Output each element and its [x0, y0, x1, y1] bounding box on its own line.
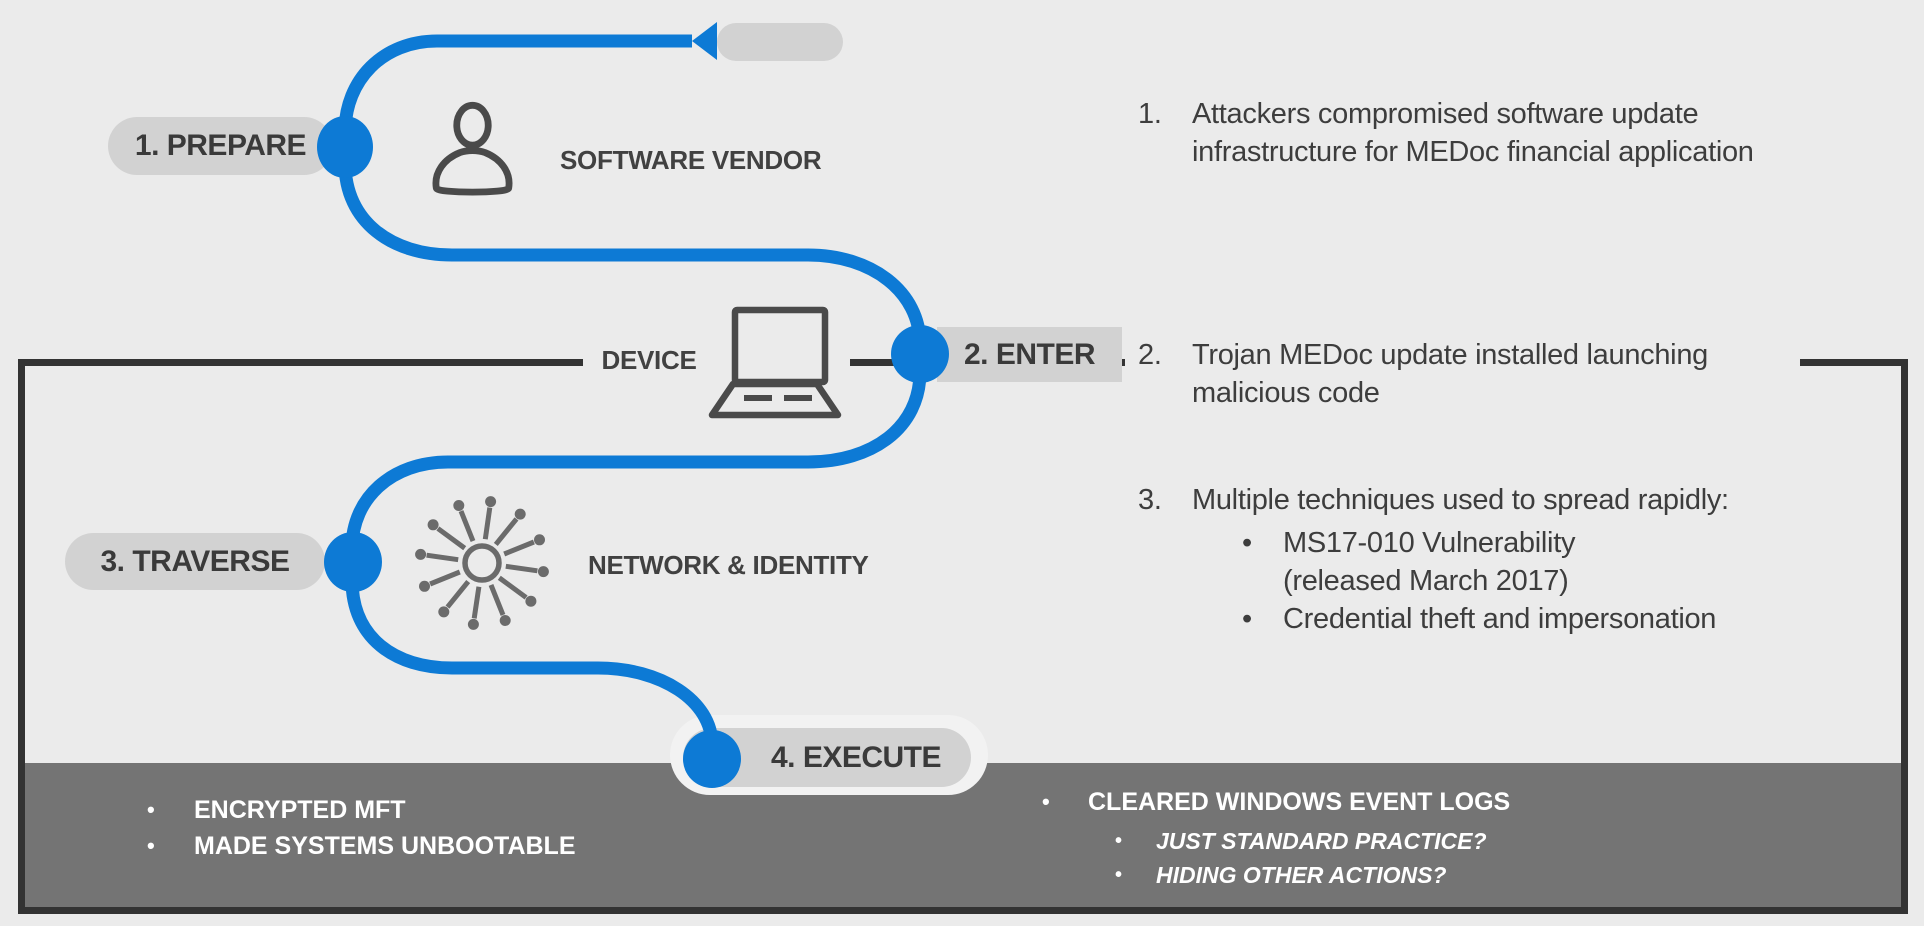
note-3: 3. Multiple techniques used to spread ra…	[1138, 481, 1729, 519]
laptop-icon	[700, 302, 850, 424]
impact-left-item-2-text: MADE SYSTEMS UNBOOTABLE	[194, 832, 576, 860]
bullet-icon: •	[147, 833, 155, 858]
impact-left-item-1-text: ENCRYPTED MFT	[194, 796, 406, 824]
note-3-number: 3.	[1138, 484, 1162, 516]
note-1: 1. Attackers compromised software update…	[1138, 95, 1754, 171]
note-3-text: Multiple techniques used to spread rapid…	[1192, 481, 1729, 519]
flow-node-execute	[683, 730, 741, 788]
note-2-line1: Trojan MEDoc update installed launching	[1192, 339, 1708, 371]
note-3-sub-1: • MS17-010 Vulnerability (released March…	[1242, 524, 1716, 600]
bullet-icon: •	[1115, 830, 1123, 852]
person-icon	[432, 101, 513, 196]
caption-network-identity: NETWORK & IDENTITY	[588, 550, 869, 580]
note-3-sublist: • MS17-010 Vulnerability (released March…	[1242, 524, 1716, 638]
bullet-icon: •	[1242, 527, 1252, 559]
bullet-icon: •	[1115, 864, 1123, 886]
caption-device: DEVICE	[583, 340, 715, 380]
caption-device-text: DEVICE	[601, 344, 697, 375]
impact-left-item-1: • ENCRYPTED MFT	[147, 792, 406, 828]
note-2-line2: malicious code	[1192, 377, 1380, 409]
note-2: 2. Trojan MEDoc update installed launchi…	[1138, 336, 1708, 412]
note-1-line1: Attackers compromised software update	[1192, 98, 1699, 130]
step-label-prepare-text: 1. PREPARE	[134, 129, 307, 162]
step-label-execute-text: 4. EXECUTE	[770, 740, 942, 774]
impact-right-sub-1: • JUST STANDARD PRACTICE?	[1115, 824, 1487, 858]
impact-right-heading: • CLEARED WINDOWS EVENT LOGS	[1042, 785, 1510, 819]
note-2-text: Trojan MEDoc update installed launching …	[1192, 336, 1708, 412]
network-icon	[415, 496, 549, 630]
impact-right-sub-2-text: HIDING OTHER ACTIONS?	[1156, 862, 1447, 888]
bullet-icon: •	[1242, 603, 1252, 635]
impact-right-heading-text: CLEARED WINDOWS EVENT LOGS	[1088, 788, 1511, 816]
note-2-number: 2.	[1138, 339, 1162, 371]
bullet-icon: •	[1042, 789, 1050, 814]
impact-left-item-2: • MADE SYSTEMS UNBOOTABLE	[147, 828, 576, 864]
bullet-icon: •	[147, 797, 155, 822]
note-3-sub-2-line1: Credential theft and impersonation	[1283, 603, 1717, 635]
step-label-enter: 2. ENTER	[937, 327, 1122, 382]
step-label-traverse: 3. TRAVERSE	[65, 533, 325, 590]
border-mask-note2	[1125, 338, 1800, 384]
step-label-traverse-text: 3. TRAVERSE	[100, 544, 291, 578]
note-1-number: 1.	[1138, 98, 1162, 130]
note-3-sub-1-line1: MS17-010 Vulnerability	[1283, 527, 1576, 559]
impact-right-sub-1-text: JUST STANDARD PRACTICE?	[1156, 828, 1487, 854]
flow-start-arrow-icon	[692, 22, 717, 60]
flow-node-traverse	[324, 532, 382, 592]
flow-start-capsule	[717, 23, 843, 61]
note-3-sub-2: • Credential theft and impersonation	[1242, 600, 1716, 638]
impact-right-sub-2: • HIDING OTHER ACTIONS?	[1115, 858, 1446, 892]
note-1-text: Attackers compromised software update in…	[1192, 95, 1754, 171]
step-label-prepare: 1. PREPARE	[108, 117, 333, 175]
flow-node-prepare	[317, 116, 373, 178]
caption-software-vendor: SOFTWARE VENDOR	[560, 145, 822, 175]
note-3-sub-1-line2: (released March 2017)	[1283, 565, 1569, 597]
flow-node-enter	[891, 325, 949, 383]
step-label-enter-text: 2. ENTER	[963, 337, 1096, 371]
note-3-line1: Multiple techniques used to spread rapid…	[1192, 484, 1729, 516]
flow-path	[338, 34, 927, 752]
note-1-line2: infrastructure for MEDoc financial appli…	[1192, 136, 1754, 168]
note-3-sub-1-text: MS17-010 Vulnerability (released March 2…	[1283, 524, 1575, 600]
